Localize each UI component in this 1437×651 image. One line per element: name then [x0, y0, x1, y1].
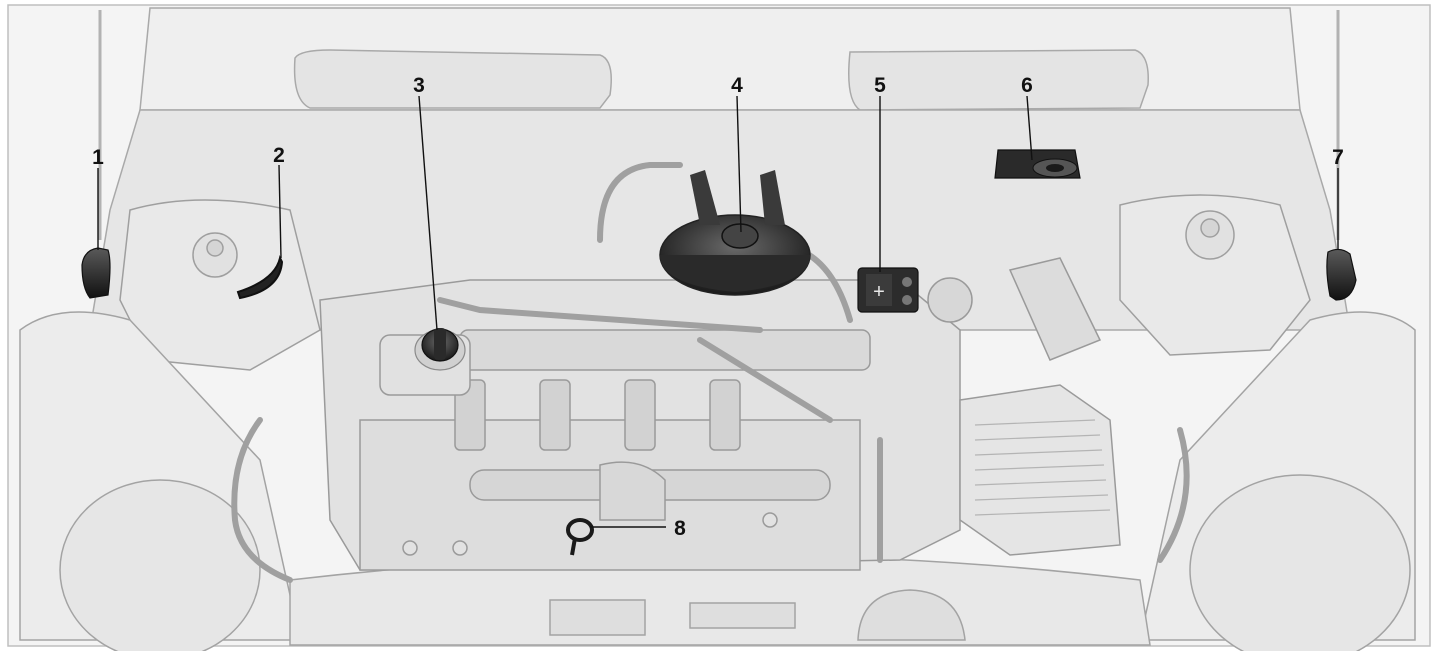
washer-reservoir	[994, 149, 1081, 179]
oil-dipstick	[566, 518, 594, 556]
callout-label-6: 6	[1021, 74, 1033, 97]
callout-line-2	[278, 164, 282, 259]
callout-line-3	[418, 95, 438, 331]
expansion-tank	[659, 170, 811, 296]
front-support	[289, 554, 1151, 646]
air-filter-housing	[927, 257, 1121, 556]
engine-block	[319, 279, 961, 571]
hood-struts	[81, 10, 1357, 301]
callout-label-4: 4	[731, 74, 743, 97]
callout-label-2: 2	[273, 144, 285, 167]
callout-label-3: 3	[413, 74, 425, 97]
callout-lines	[97, 95, 1339, 528]
callout-label-1: 1	[92, 146, 104, 169]
callout-label-8: 8	[674, 517, 686, 540]
wheel-arches	[19, 311, 1416, 651]
callout-label-5: 5	[874, 74, 886, 97]
jump-start-terminal: +	[857, 267, 919, 313]
strut-towers	[119, 194, 1311, 371]
hoses-and-lines	[231, 162, 1190, 583]
plus-icon: +	[873, 281, 885, 303]
hood-release-lever	[236, 255, 284, 300]
callout-line-6	[1026, 95, 1033, 161]
callout-label-7: 7	[1332, 146, 1344, 169]
oil-filler-cap	[379, 328, 471, 396]
callout-line-4	[736, 95, 742, 233]
callout-numbers: 1 2 3 4 5 6 7 8	[92, 74, 1344, 540]
